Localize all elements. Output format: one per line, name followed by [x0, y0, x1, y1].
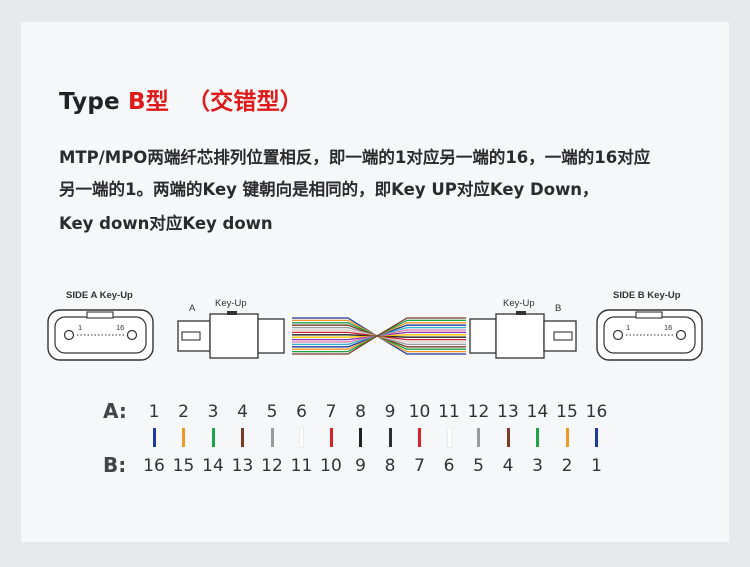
- title-suffix: （交错型）: [186, 89, 303, 115]
- plug-b-key-label: Key-Up: [503, 298, 535, 309]
- a-number: 1: [148, 402, 160, 422]
- side-a-endface: 1 16: [47, 309, 154, 361]
- side-b-label: SIDE B Key-Up: [613, 290, 681, 301]
- fiber-color-tick: [565, 428, 569, 447]
- fiber-color-tick: [536, 428, 539, 447]
- description-line-3: Key down对应Key down: [59, 214, 273, 233]
- b-number: 3: [532, 456, 543, 476]
- connector-diagram: SIDE A Key-Up 1 16 A Key-Up Key-Up B: [47, 290, 703, 361]
- b-number: 13: [231, 456, 254, 476]
- a-number: 9: [384, 402, 396, 422]
- b-number: 6: [443, 456, 455, 476]
- a-number: 14: [526, 402, 549, 422]
- b-number: 7: [414, 456, 425, 476]
- fiber-color-tick: [388, 428, 392, 447]
- side-b-port-16: 16: [664, 323, 672, 332]
- side-a-port-1: 1: [78, 323, 82, 332]
- plug-b: [469, 311, 577, 359]
- fiber-color-tick: [595, 428, 598, 447]
- fiber-color-tick: [329, 428, 333, 447]
- plug-a: [177, 311, 285, 359]
- a-number: 16: [585, 402, 608, 422]
- a-number: 12: [467, 402, 490, 422]
- description-line-1: MTP/MPO两端纤芯排列位置相反，即一端的1对应另一端的16，一端的16对应: [59, 148, 651, 167]
- b-number: 1: [591, 456, 602, 476]
- fiber-color-tick: [418, 428, 421, 447]
- a-number: 13: [497, 402, 519, 422]
- a-number: 2: [178, 402, 189, 422]
- a-number: 11: [438, 402, 460, 422]
- fiber-bundle: [292, 317, 466, 355]
- b-number: 15: [172, 456, 195, 476]
- b-number: 12: [261, 456, 283, 476]
- row-b-label: B:: [103, 453, 127, 477]
- fiber-color-tick: [270, 428, 274, 447]
- content-card: [21, 22, 729, 542]
- b-number: 11: [290, 456, 313, 476]
- page-title: Type B型 （交错型）: [59, 82, 303, 116]
- side-b-endface: 1 16: [596, 309, 703, 361]
- a-number: 5: [266, 402, 278, 422]
- fiber-color-tick: [152, 428, 156, 447]
- plug-b-letter: B: [555, 303, 561, 314]
- plug-a-key-label: Key-Up: [215, 298, 247, 309]
- side-b-port-1: 1: [626, 323, 630, 332]
- a-number: 8: [355, 402, 366, 422]
- a-number: 6: [296, 402, 307, 422]
- fiber-color-tick: [241, 428, 244, 447]
- a-number: 3: [207, 402, 219, 422]
- side-a-port-16: 16: [116, 323, 124, 332]
- fiber-color-tick: [300, 428, 303, 447]
- row-a-label: A:: [103, 399, 127, 423]
- fiber-color-tick: [506, 428, 510, 447]
- plug-a-letter: A: [189, 303, 196, 314]
- a-number: 4: [237, 402, 248, 422]
- b-number: 4: [502, 456, 514, 476]
- description-line-2: 另一端的1。两端的Key 键朝向是相同的，即Key UP对应Key Down，: [59, 180, 599, 199]
- a-number: 15: [556, 402, 578, 422]
- a-number: 10: [408, 402, 431, 422]
- fiber-color-tick: [477, 428, 480, 447]
- fiber-color-tick: [359, 428, 362, 447]
- b-number: 8: [384, 456, 396, 476]
- title-highlight: B型: [128, 89, 169, 115]
- b-number: 10: [320, 456, 342, 476]
- b-number: 2: [561, 456, 573, 476]
- b-number: 9: [355, 456, 366, 476]
- fiber-color-tick: [447, 428, 451, 447]
- fiber-strand: [292, 317, 466, 355]
- title-prefix: Type: [59, 89, 129, 115]
- side-a-label: SIDE A Key-Up: [66, 290, 133, 301]
- a-number: 7: [325, 402, 337, 422]
- b-number: 16: [143, 456, 165, 476]
- b-number: 5: [473, 456, 484, 476]
- fiber-color-tick: [211, 428, 215, 447]
- fiber-color-tick: [182, 428, 185, 447]
- b-number: 14: [202, 456, 224, 476]
